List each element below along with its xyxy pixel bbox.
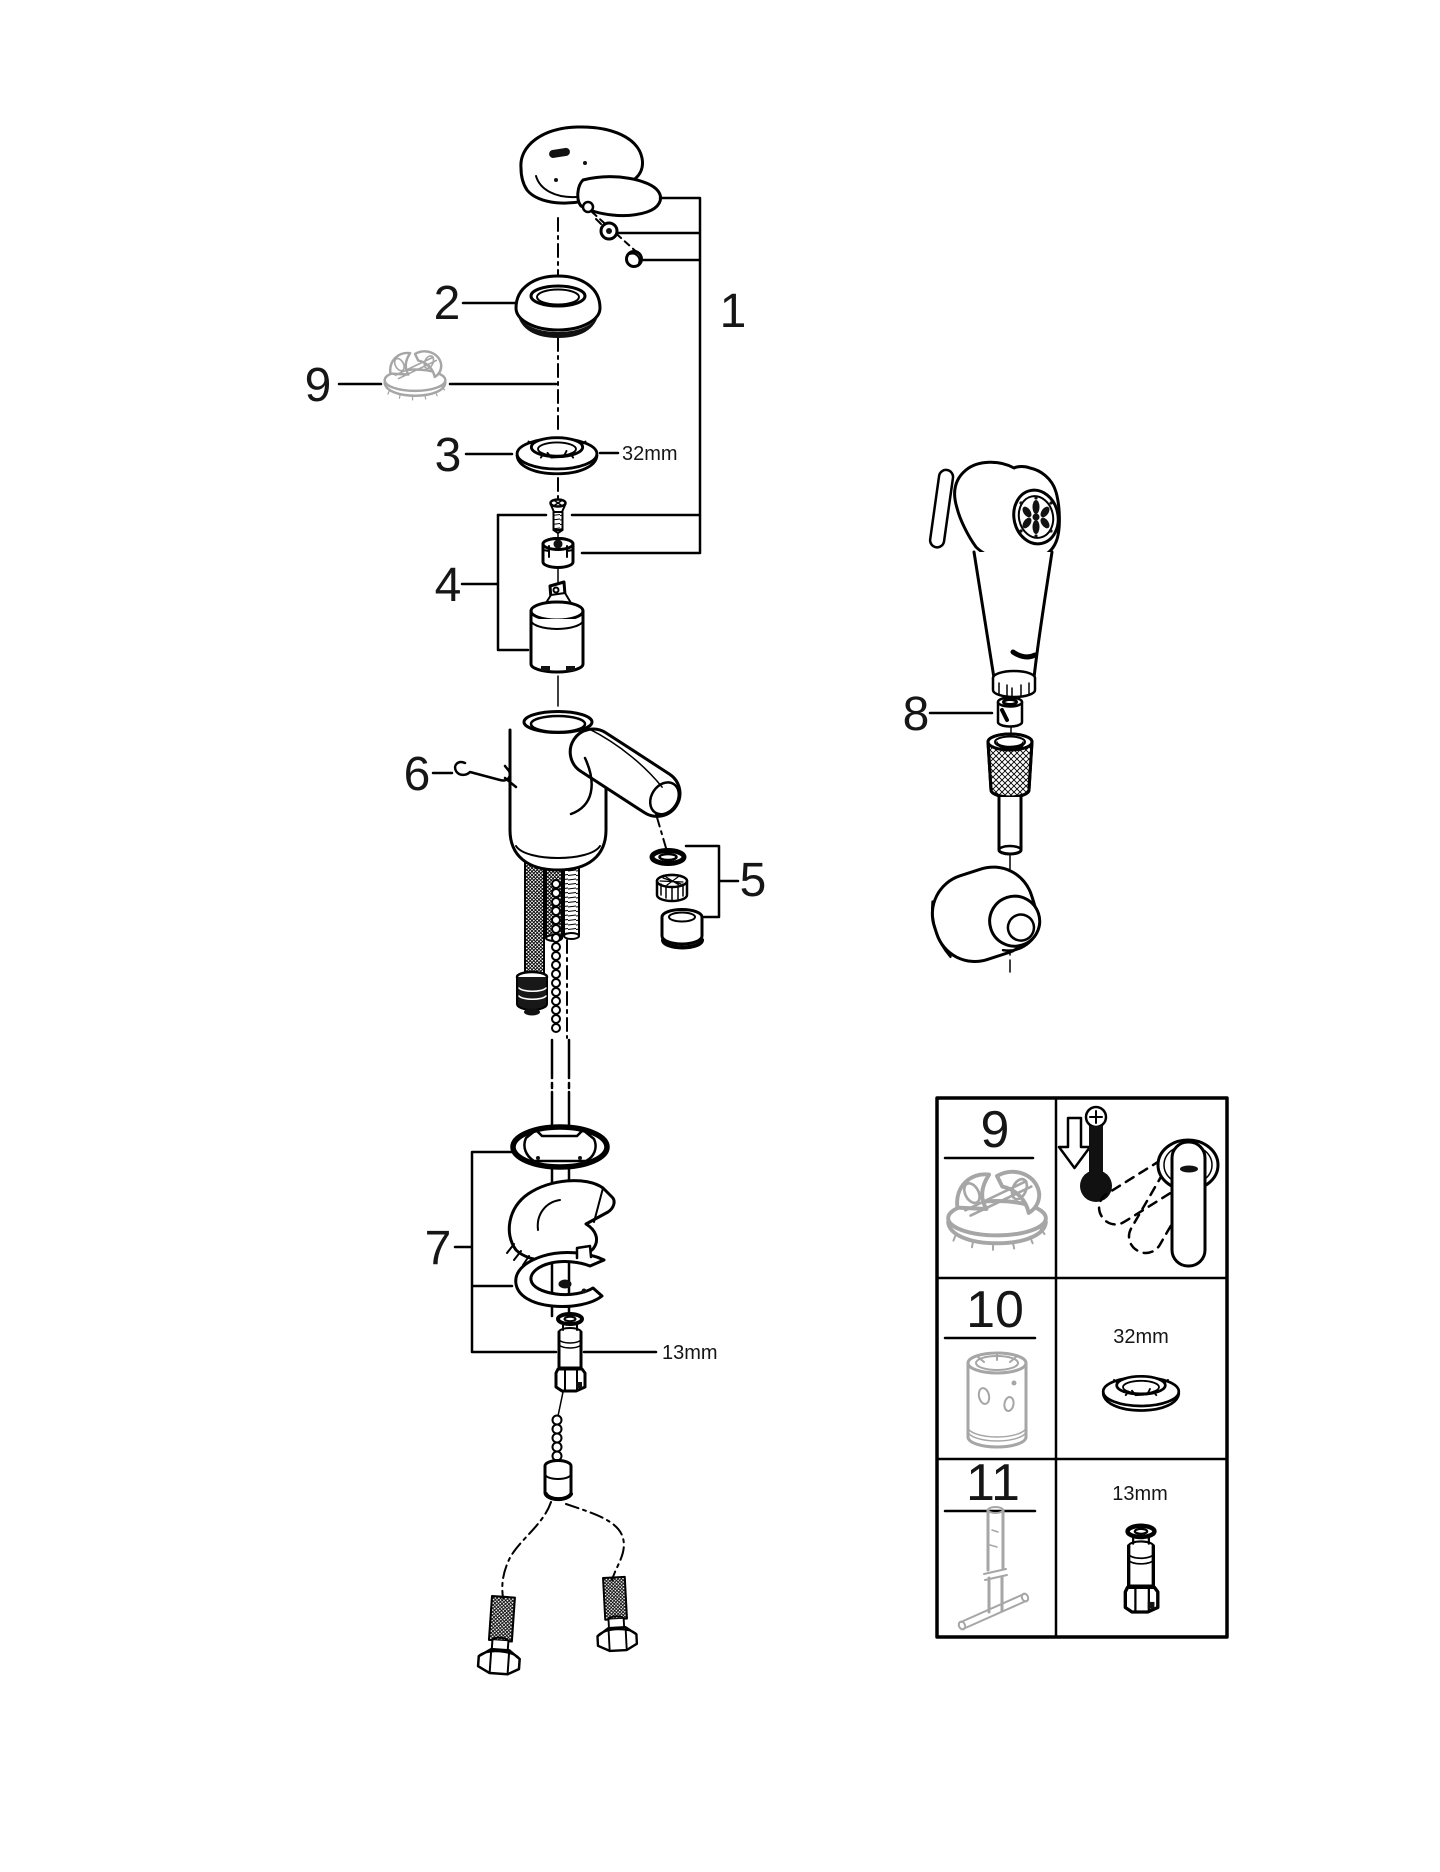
callout-4-label: 4 — [435, 559, 462, 612]
table-row-11: 11 13mm — [943, 1454, 1168, 1631]
callout-1-label: 1 — [720, 285, 747, 338]
hose-end-right — [596, 1575, 639, 1653]
callout-1: 1 — [496, 196, 747, 555]
table-number-9: 9 — [981, 1101, 1010, 1159]
callout-6-label: 6 — [404, 748, 431, 801]
o-ring — [510, 1124, 610, 1170]
horseshoe-clamp — [514, 1244, 606, 1308]
cartridge-socket-tool — [966, 1351, 1028, 1449]
cartridge-group: 4 — [435, 498, 585, 674]
parts-table: 9 — [935, 1096, 1229, 1639]
callout-8-label: 8 — [903, 688, 930, 741]
shower-bottom-cap — [991, 669, 1037, 699]
cartridge-screw — [549, 498, 567, 534]
table-number-11: 11 — [966, 1454, 1020, 1512]
cartridge-adapter — [541, 537, 575, 569]
spray-filter: 8 — [903, 688, 1024, 741]
table-row-9: 9 — [943, 1101, 1220, 1268]
lever-front-view — [1097, 1138, 1220, 1268]
hose-nut — [986, 732, 1034, 799]
hand-shower: 8 — [903, 460, 1061, 973]
handle-screw-and-plug — [591, 211, 643, 268]
table-size-13mm: 13mm — [1112, 1483, 1168, 1505]
temperature-pictogram — [1057, 1105, 1220, 1268]
faucet-body — [508, 710, 682, 872]
rubber-wedge — [506, 1179, 616, 1266]
aerator-housing — [660, 908, 704, 950]
callout-9-label: 9 — [305, 359, 332, 412]
temperature-limiter: 9 — [305, 350, 558, 412]
thermometer-icon — [1080, 1105, 1112, 1202]
flow-regulator — [655, 873, 689, 903]
cartridge — [529, 580, 585, 674]
chain-and-weight — [501, 1391, 625, 1599]
drain-chain — [551, 879, 561, 1033]
stud-size-label: 13mm — [662, 1342, 718, 1364]
mounting-nut: 3 32mm — [435, 429, 678, 482]
main-exploded-view: 1 2 9 3 32mm — [305, 125, 767, 1676]
supply-hoses — [515, 861, 580, 1039]
spout — [568, 727, 682, 818]
callout-3-label: 3 — [435, 429, 462, 482]
spray-face — [1019, 496, 1053, 538]
lever-handle — [519, 125, 662, 218]
table-size-32mm: 32mm — [1113, 1326, 1169, 1348]
callout-7-label: 7 — [425, 1222, 452, 1275]
table-row-10: 10 32mm — [943, 1281, 1181, 1449]
fixation-group: 7 13mm — [425, 1124, 718, 1393]
callout-5-label: 5 — [740, 854, 767, 907]
table-number-10: 10 — [966, 1281, 1024, 1339]
nut-size-label: 32mm — [622, 443, 678, 465]
hose-end-left — [476, 1595, 521, 1676]
drain-rod — [550, 1038, 571, 1318]
arrow-down-icon — [1057, 1116, 1092, 1170]
shower-holder — [930, 865, 1042, 964]
t-wrench-tool — [957, 1506, 1030, 1631]
trigger-lever — [928, 468, 955, 549]
callout-2-label: 2 — [434, 277, 461, 330]
aerator-group: 5 — [649, 813, 767, 950]
hose-connector — [515, 970, 549, 1016]
clip: 6 — [404, 748, 518, 801]
handle-cap: 2 — [434, 274, 602, 338]
hose-stub — [997, 795, 1023, 856]
table-border — [935, 1096, 1229, 1639]
shower-handle-fill — [974, 552, 1052, 678]
